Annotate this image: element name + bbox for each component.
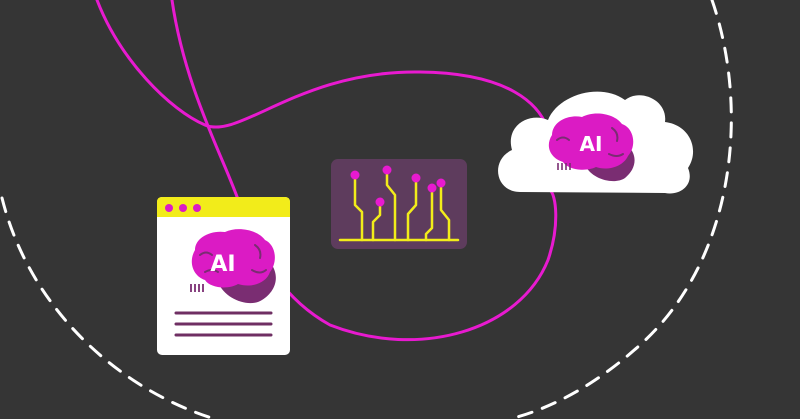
circuit-board-panel bbox=[331, 159, 467, 249]
browser-window: AI bbox=[157, 197, 290, 355]
window-ai-label: AI bbox=[210, 252, 235, 277]
dashed-orbit-right bbox=[508, 0, 733, 419]
dashed-orbit-left bbox=[0, 196, 217, 419]
circuit-icon bbox=[338, 170, 460, 242]
browser-title-bar bbox=[157, 197, 290, 217]
brain-icon: AI bbox=[190, 229, 276, 304]
connection-line-main bbox=[170, 0, 558, 342]
window-text-lines bbox=[174, 311, 273, 337]
cloud-shape: AI bbox=[498, 91, 694, 194]
window-dots-icon bbox=[165, 204, 201, 212]
connection-line-top bbox=[95, 0, 550, 132]
brain-icon: AI bbox=[548, 113, 635, 182]
cloud-ai-label: AI bbox=[580, 132, 603, 156]
circuit-nodes bbox=[350, 165, 446, 207]
